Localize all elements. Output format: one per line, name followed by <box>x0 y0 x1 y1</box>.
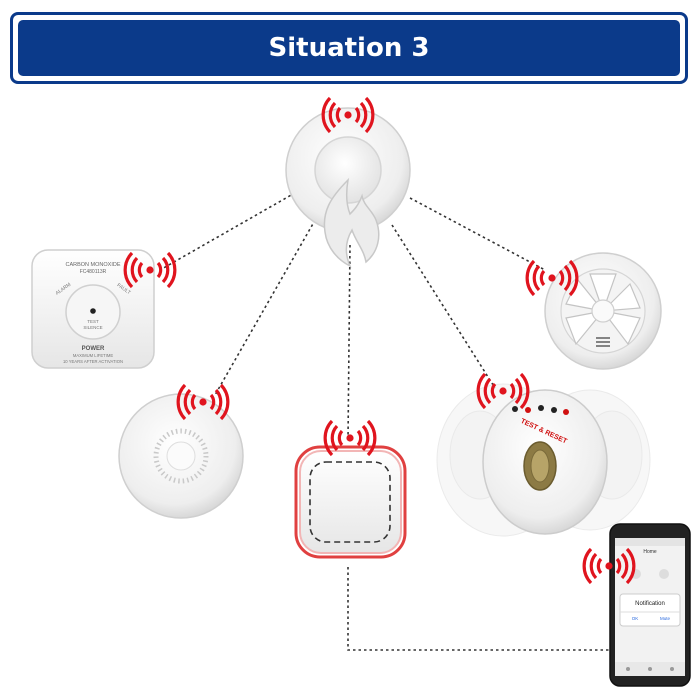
pillow-shaker-indicator-lights <box>512 405 569 415</box>
notification-title: Notification <box>635 601 665 607</box>
co-test-button-dot <box>90 308 96 314</box>
co-power-label: POWER <box>82 346 105 352</box>
fire-icon <box>323 177 380 268</box>
link-to-round-alarm <box>214 214 319 396</box>
speaker-grille-icon <box>153 428 209 484</box>
co-lifetime-line1: MAXIMUM LIFETIME <box>73 353 113 358</box>
central-smoke-detector <box>285 107 411 268</box>
link-to-square-alarm <box>347 244 351 441</box>
notification-mute-button[interactable]: Mute <box>660 616 671 621</box>
title-banner-fill: Situation 3 <box>18 20 680 76</box>
pillow-shaker: TEST & RESET <box>436 383 651 537</box>
title-banner: Situation 3 <box>10 12 688 84</box>
link-to-pillow-shaker <box>391 224 496 389</box>
square-strobe-alarm <box>294 445 407 559</box>
co-test-label: TEST <box>87 319 99 324</box>
link-to-smartphone <box>347 567 612 651</box>
nav-home-icon[interactable] <box>648 667 652 671</box>
smartphone: Home Notification OK Mute <box>609 523 691 687</box>
nav-back-icon[interactable] <box>626 667 630 671</box>
link-to-heat-alarm <box>409 197 546 271</box>
heat-alarm-vents <box>596 337 610 347</box>
heat-alarm <box>544 252 662 370</box>
co-lifetime-line2: 10 YEARS AFTER ACTIVATION <box>63 359 123 364</box>
co-silence-label: SILENCE <box>83 325 102 330</box>
carbon-monoxide-alarm: CARBON MONOXIDE FC480113R ALARM FAULT TE… <box>31 249 155 369</box>
notification-ok-button[interactable]: OK <box>632 616 639 621</box>
co-model: FC480113R <box>80 269 107 275</box>
nav-recent-icon[interactable] <box>670 667 674 671</box>
phone-app-title: Home <box>643 549 657 555</box>
round-sounder-alarm <box>118 393 244 519</box>
co-heading: CARBON MONOXIDE <box>65 262 120 268</box>
page-title: Situation 3 <box>268 33 430 63</box>
connection-lines <box>159 189 612 651</box>
link-to-co-alarm <box>159 189 301 271</box>
